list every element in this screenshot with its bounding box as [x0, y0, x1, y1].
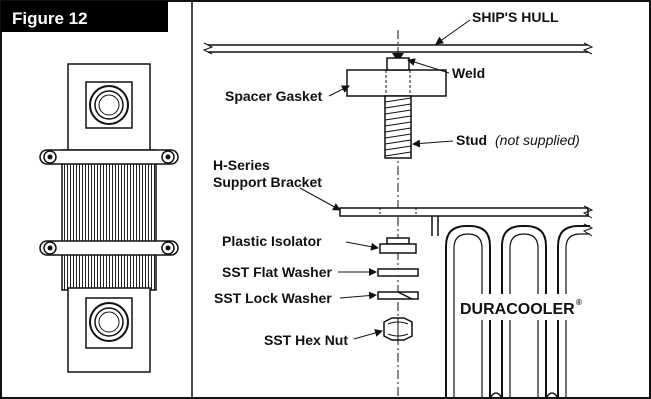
support-bracket	[339, 205, 594, 236]
label-stud-text: Stud	[456, 132, 487, 148]
leader-bracket	[299, 187, 341, 211]
stud	[384, 57, 412, 159]
leader-plastic-isolator	[345, 241, 379, 251]
cooler-front-view	[39, 63, 179, 373]
label-stud-note: (not supplied)	[495, 132, 580, 148]
lock-washer	[377, 291, 419, 300]
label-flat-washer: SST Flat Washer	[222, 264, 333, 280]
label-stud: Stud (not supplied)	[456, 132, 580, 148]
leader-weld	[407, 58, 450, 74]
leader-ships-hull	[435, 19, 471, 45]
leader-hex-nut	[353, 329, 383, 340]
label-spacer-gasket: Spacer Gasket	[225, 88, 323, 104]
hex-nut	[383, 317, 413, 341]
figure-title-tab: Figure 12	[1, 1, 168, 32]
ships-hull	[202, 42, 594, 55]
spacer-gasket	[346, 69, 447, 97]
brand-registered-mark: ®	[576, 298, 582, 307]
label-weld: Weld	[452, 65, 485, 81]
label-plastic-isolator: Plastic Isolator	[222, 233, 322, 249]
flat-washer	[377, 268, 419, 277]
label-ships-hull: SHIP'S HULL	[472, 9, 559, 25]
brand-name: DURACOOLER	[460, 301, 575, 318]
leader-lock-washer	[339, 291, 377, 300]
label-lock-washer: SST Lock Washer	[214, 290, 332, 306]
plastic-isolator	[379, 237, 417, 254]
label-bracket-line2: Support Bracket	[213, 174, 322, 190]
duracooler-unit	[445, 225, 590, 399]
break-mark	[582, 223, 594, 237]
leader-stud	[412, 139, 454, 148]
label-hex-nut: SST Hex Nut	[264, 332, 348, 348]
leader-spacer-gasket	[328, 85, 350, 97]
duracooler-brand: DURACOOLER ®	[456, 294, 584, 320]
label-bracket-line1: H-Series	[213, 157, 270, 173]
figure-title: Figure 12	[12, 9, 88, 28]
